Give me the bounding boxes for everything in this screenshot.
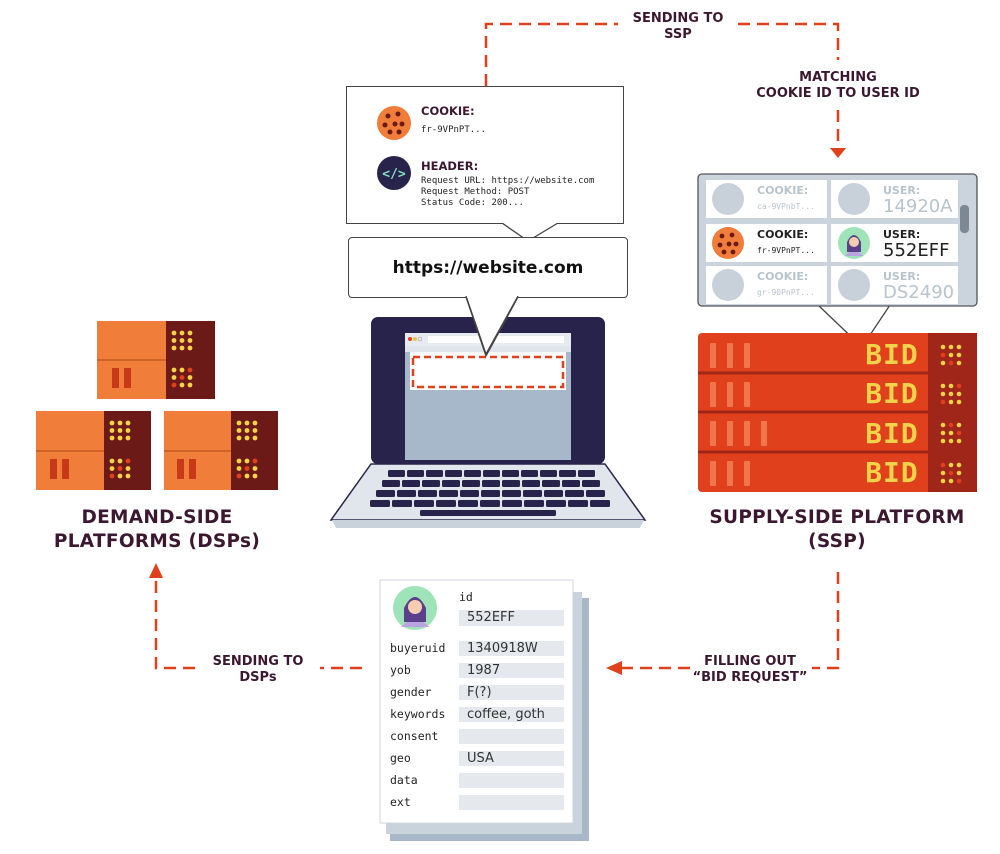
doc-field-key: gender	[390, 685, 432, 699]
cookie-value: fr-9VPnPT...	[421, 125, 487, 135]
code-icon: </>	[377, 156, 411, 190]
ssp-led-dots	[940, 344, 962, 484]
doc-field-value: USA	[467, 751, 494, 766]
ssp-cookie-cell: COOKIE: gr-90PnPT...	[706, 266, 827, 304]
dsp-server-left	[36, 411, 151, 490]
dsp-led-dots	[109, 330, 258, 479]
bid-label: BID	[865, 338, 919, 371]
doc-field-key: data	[390, 773, 418, 787]
ssp-status-bars	[710, 343, 767, 486]
cookie-id: fr-9VPnPT...	[757, 246, 815, 255]
header-lines: Request URL: https://website.com Request…	[421, 176, 595, 208]
ssp-user-cell: USER:DS2490	[831, 266, 958, 304]
placeholder-circle-icon	[838, 183, 870, 215]
arrowhead-up-icon	[149, 563, 163, 578]
label-sending-to-ssp: SENDING TO SSP	[632, 11, 724, 42]
cookie-id: gr-90PnPT...	[757, 288, 815, 297]
bid-label: BID	[865, 456, 919, 489]
cookie-label: COOKIE:	[757, 228, 809, 241]
doc-field-value: coffee, goth	[467, 707, 545, 722]
label-sending-to-dsps: SENDING TO DSPs	[212, 654, 304, 685]
flow-arrow-to-ssp	[484, 22, 840, 86]
doc-field-box	[459, 663, 564, 678]
arrowhead-down-icon	[830, 148, 846, 158]
arrowhead-left-icon	[606, 661, 622, 675]
label-ssp-title: SUPPLY-SIDE PLATFORM (SSP)	[709, 507, 965, 552]
doc-field-box	[459, 795, 564, 810]
user-avatar	[393, 586, 437, 630]
doc-field-key: consent	[390, 729, 439, 743]
doc-field-key: ext	[390, 795, 411, 809]
flow-arrow-to-dsps	[154, 578, 362, 670]
bid-label: BID	[865, 417, 919, 450]
ssp-user-cell: USER:14920A	[831, 180, 958, 218]
cookie-icon	[712, 227, 744, 259]
bid-label: BID	[865, 377, 919, 410]
doc-field-box	[459, 641, 564, 656]
user-avatar-icon	[838, 227, 870, 259]
doc-field-key: yob	[390, 663, 411, 677]
placeholder-circle-icon	[712, 269, 744, 301]
doc-field-key: geo	[390, 751, 411, 765]
doc-field-box	[459, 729, 564, 744]
user-label: USER:	[883, 228, 921, 241]
flow-arrow-filling-out	[622, 572, 840, 670]
doc-field-box	[459, 773, 564, 788]
placeholder-circle-icon	[838, 269, 870, 301]
url-bubble: https://website.com	[348, 237, 628, 298]
doc-field-box	[459, 685, 564, 700]
cookie-label: COOKIE:	[757, 270, 809, 283]
user-id: DS2490	[883, 282, 955, 303]
cookie-title: COOKIE:	[421, 104, 475, 118]
laptop	[329, 317, 647, 528]
doc-id-field	[459, 610, 564, 626]
ssp-cookie-cell: COOKIE: fr-9VPnPT...	[706, 224, 827, 262]
doc-field-value: 1340918W	[467, 641, 538, 656]
doc-id-label: id	[459, 590, 473, 604]
header-title: HEADER:	[421, 159, 479, 173]
svg-text:</>: </>	[382, 167, 406, 182]
placeholder-circle-icon	[712, 183, 744, 215]
cookie-label: COOKIE:	[757, 184, 809, 197]
user-label: USER:	[883, 270, 921, 283]
dsp-server-top	[97, 321, 215, 399]
doc-id-value: 552EFF	[467, 610, 515, 625]
user-id: 552EFF	[883, 240, 950, 261]
cookie-icon	[377, 106, 411, 140]
ssp-server-stack	[698, 333, 977, 492]
label-filling-out: FILLING OUT “BID REQUEST”	[692, 654, 808, 685]
doc-field-value: 1987	[467, 663, 501, 678]
ssp-cookie-cell: COOKIE: ca-9VPnbT...	[706, 180, 827, 218]
cookie-id: ca-9VPnbT...	[757, 202, 815, 211]
dsp-server-right	[164, 411, 278, 490]
doc-field-box	[459, 751, 564, 766]
user-id: 14920A	[883, 196, 953, 217]
request-info-box: COOKIE: fr-9VPnPT... </> HEADER: Request…	[346, 86, 624, 224]
url-bubble-tail-cover	[465, 296, 519, 355]
label-dsp-title: DEMAND-SIDE PLATFORMS (DSPs)	[53, 507, 261, 552]
doc-field-box	[459, 707, 564, 722]
user-label: USER:	[883, 184, 921, 197]
doc-field-key: keywords	[390, 707, 446, 721]
label-matching: MATCHING COOKIE ID TO USER ID	[756, 70, 920, 101]
doc-field-value: F(?)	[467, 685, 492, 700]
ssp-user-cell: USER:552EFF	[831, 224, 958, 262]
doc-field-key: buyeruid	[390, 641, 446, 655]
